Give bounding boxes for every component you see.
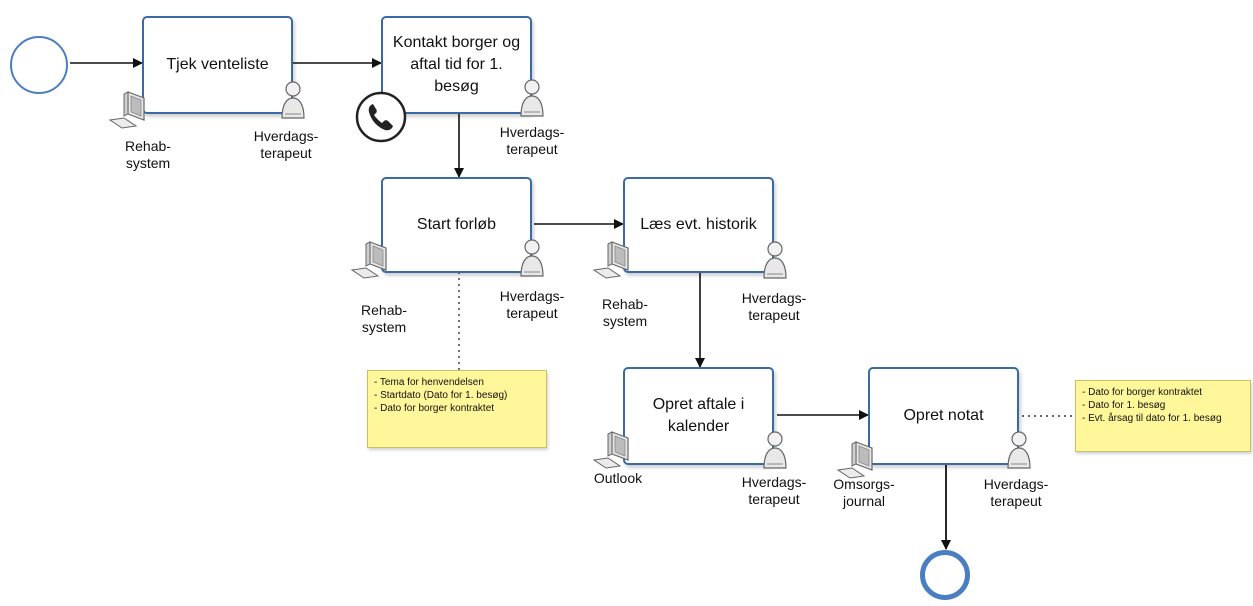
phone-icon <box>355 91 407 143</box>
note-line: - Startdato (Dato for 1. besøg) <box>374 390 508 401</box>
note-opret-notat: - Dato for borger kontraktet - Dato for … <box>1075 380 1251 452</box>
user-icon <box>763 241 787 279</box>
user-icon <box>520 239 544 277</box>
label-hverdagsterapeut: Hverdags-terapeut <box>983 476 1049 509</box>
task-label: Kontakt borger og aftal tid for 1. besøg <box>392 34 521 95</box>
label-hverdagsterapeut: Hverdags-terapeut <box>499 288 565 321</box>
start-event <box>10 36 68 94</box>
label-hverdagsterapeut: Hverdags-terapeut <box>741 474 807 507</box>
note-line: - Dato for borger kontraktet <box>1082 387 1203 398</box>
computer-icon <box>836 441 873 479</box>
label-omsorgsjournal: Omsorgs-journal <box>833 476 895 509</box>
task-label: Tjek venteliste <box>166 56 269 73</box>
note-line: - Evt. årsag til dato for 1. besøg <box>1082 413 1222 424</box>
task-label: Start forløb <box>416 216 497 233</box>
user-icon <box>520 79 544 117</box>
computer-icon <box>592 241 629 279</box>
task-tjek-venteliste: Tjek venteliste <box>142 16 293 114</box>
task-label: Opret notat <box>903 407 984 424</box>
user-icon <box>1007 431 1031 469</box>
label-hverdagsterapeut: Hverdags-terapeut <box>253 128 319 161</box>
task-start-forloeb: Start forløb <box>381 177 532 273</box>
user-icon <box>281 81 305 119</box>
task-label: Læs evt. historik <box>640 216 757 233</box>
label-outlook: Outlook <box>593 470 643 486</box>
note-line: - Dato for borger kontraktet <box>374 403 495 414</box>
label-hverdagsterapeut: Hverdags-terapeut <box>499 124 565 157</box>
note-line: - Tema for henvendelsen <box>374 377 484 388</box>
label-hverdagsterapeut: Hverdags-terapeut <box>741 290 807 323</box>
label-rehab-system: Rehab-system <box>125 138 171 171</box>
task-laes-historik: Læs evt. historik <box>623 177 774 273</box>
computer-icon <box>350 241 387 279</box>
task-label: Opret aftale i kalender <box>652 396 745 435</box>
computer-icon <box>592 431 629 469</box>
computer-icon <box>108 91 145 129</box>
user-icon <box>763 431 787 469</box>
task-opret-aftale: Opret aftale i kalender <box>623 367 774 465</box>
end-event <box>920 550 970 600</box>
label-rehab-system: Rehab-system <box>361 302 407 335</box>
task-opret-notat: Opret notat <box>868 367 1019 465</box>
task-kontakt-borger: Kontakt borger og aftal tid for 1. besøg <box>381 16 532 114</box>
note-line: - Dato for 1. besøg <box>1082 400 1166 411</box>
note-start-forloeb: - Tema for henvendelsen - Startdato (Dat… <box>367 370 547 448</box>
label-rehab-system: Rehab-system <box>602 296 648 329</box>
